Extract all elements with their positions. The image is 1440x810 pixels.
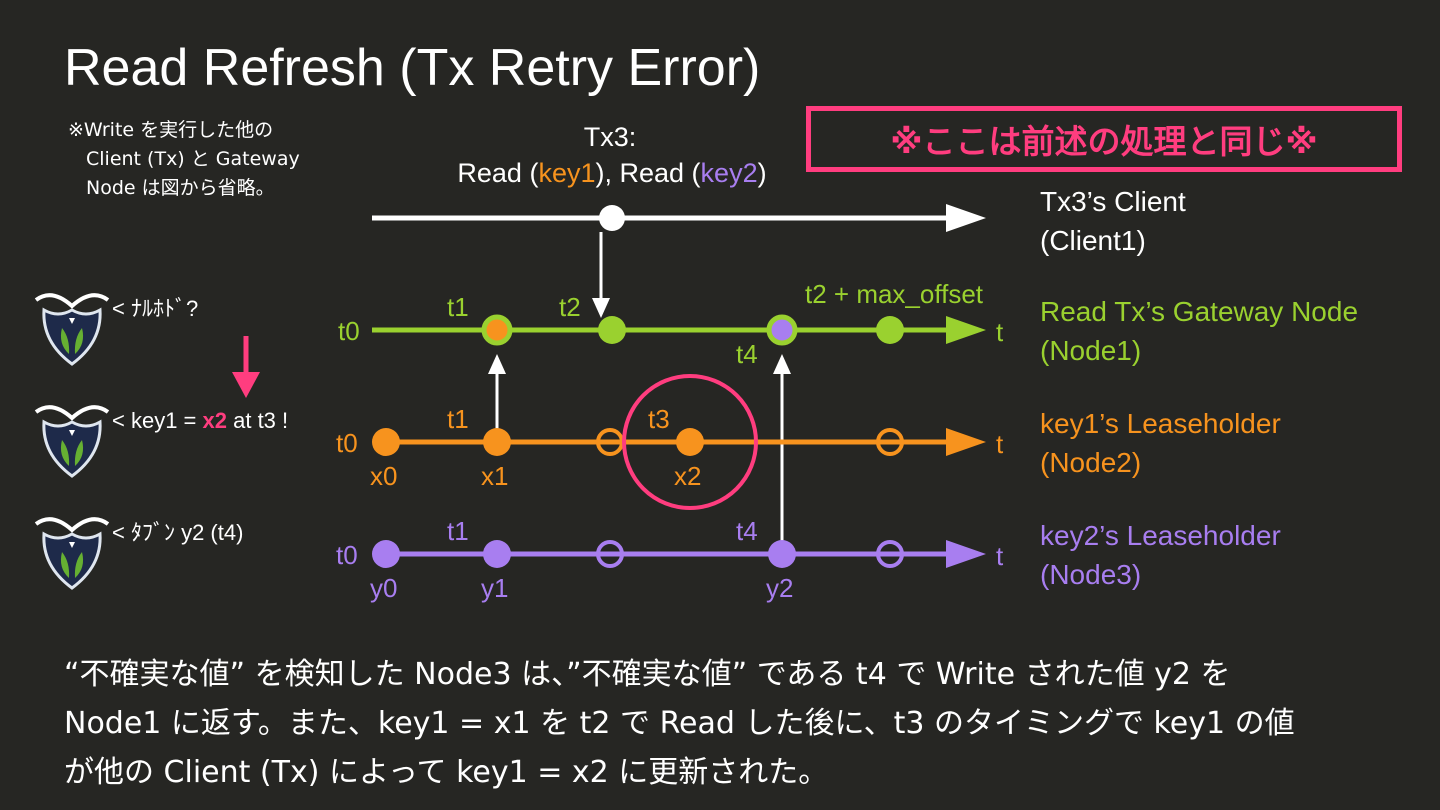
explanation-caption: “不確実な値” を検知した Node3 は、”不確実な値” である t4 で W… bbox=[64, 650, 1295, 797]
node1-lane: t0 t1 t2 t4 t2 + max_offset t Read Tx’s … bbox=[338, 279, 1358, 369]
node2-lane-label: key1’s Leaseholder bbox=[1040, 408, 1281, 439]
client-lane-sublabel: (Client1) bbox=[1040, 225, 1146, 256]
note-line: ※Write を実行した他の bbox=[68, 119, 274, 141]
note-line: Node は図から省略。 bbox=[86, 177, 275, 199]
caption-line: “不確実な値” を検知した Node3 は、”不確実な値” である t4 で W… bbox=[64, 657, 1231, 692]
node2-lane: t0 t1 t3 t x0 x1 x2 key1’s Leaseholder (… bbox=[336, 374, 1281, 510]
caption-line: Node1 に返す。また、key1 = x1 を t2 で Read した後に、… bbox=[64, 706, 1295, 741]
arrow-head-icon bbox=[946, 316, 986, 344]
highlight-circle bbox=[622, 374, 758, 510]
node2-event-x0 bbox=[372, 428, 400, 456]
node3-lane: t0 t1 t4 t y0 y1 y2 key2’s Leaseholder (… bbox=[336, 516, 1281, 603]
node1-event-t1 bbox=[481, 314, 513, 346]
client-event bbox=[599, 205, 625, 231]
page-title: Read Refresh (Tx Retry Error) bbox=[64, 39, 761, 97]
node1-t4: t4 bbox=[736, 339, 758, 369]
node1-event-max-offset bbox=[876, 316, 904, 344]
node1-max-offset: t2 + max_offset bbox=[805, 279, 984, 309]
node3-y1: y1 bbox=[481, 573, 508, 603]
node2-x2: x2 bbox=[674, 461, 701, 491]
note-line: Client (Tx) と Gateway bbox=[86, 148, 300, 170]
node3-t0: t0 bbox=[336, 540, 358, 570]
mascot-icon bbox=[34, 405, 110, 478]
mascot-icon bbox=[34, 293, 110, 366]
mascot-1: < ﾅﾙﾎﾄﾞ? bbox=[34, 293, 198, 366]
mascot-3: < ﾀﾌﾞﾝ y2 (t4) bbox=[34, 517, 243, 590]
node1-t0: t0 bbox=[338, 316, 360, 346]
message-arrows bbox=[488, 232, 791, 542]
node1-t-axis: t bbox=[996, 317, 1004, 347]
node3-t4: t4 bbox=[736, 516, 758, 546]
arrow-head-icon bbox=[946, 204, 986, 232]
down-arrow-icon bbox=[232, 336, 260, 398]
node1-lane-label: Read Tx’s Gateway Node bbox=[1040, 296, 1358, 327]
node3-lane-sublabel: (Node3) bbox=[1040, 559, 1141, 590]
client-lane: Tx3’s Client (Client1) bbox=[372, 186, 1186, 256]
node2-lane-sublabel: (Node2) bbox=[1040, 447, 1141, 478]
node3-lane-label: key2’s Leaseholder bbox=[1040, 520, 1281, 551]
node2-t0: t0 bbox=[336, 428, 358, 458]
node2-t1: t1 bbox=[447, 404, 469, 434]
tx-operations: Read (key1), Read (key2) bbox=[457, 158, 766, 188]
mascot-1-speech: < ﾅﾙﾎﾄﾞ? bbox=[112, 296, 198, 321]
mascot-2-speech: < key1 = x2 at t3 ! bbox=[112, 408, 288, 433]
node2-t-axis: t bbox=[996, 429, 1004, 459]
arrow-head-icon bbox=[488, 354, 506, 374]
mascot-3-speech: < ﾀﾌﾞﾝ y2 (t4) bbox=[112, 520, 243, 545]
same-as-before-callout: ※ここは前述の処理と同じ※ bbox=[806, 106, 1402, 172]
omission-note: ※Write を実行した他の Client (Tx) と Gateway Nod… bbox=[68, 116, 300, 203]
mascot-icon bbox=[34, 517, 110, 590]
node2-uncertain-event bbox=[876, 428, 904, 456]
node3-y0: y0 bbox=[370, 573, 397, 603]
node3-y2: y2 bbox=[766, 573, 793, 603]
node2-x1: x1 bbox=[481, 461, 508, 491]
node3-event-y1 bbox=[483, 540, 511, 568]
node1-event-t2 bbox=[598, 316, 626, 344]
node3-t-axis: t bbox=[996, 541, 1004, 571]
tx-name: Tx3: bbox=[584, 122, 637, 152]
node3-uncertain-event bbox=[596, 540, 624, 568]
node1-event-t4 bbox=[766, 314, 798, 346]
node2-event-x1 bbox=[483, 428, 511, 456]
mascot-2: < key1 = x2 at t3 ! bbox=[34, 405, 288, 478]
arrow-head-icon bbox=[773, 354, 791, 374]
node3-event-y0 bbox=[372, 540, 400, 568]
client-lane-label: Tx3’s Client bbox=[1040, 186, 1186, 217]
node3-event-y2 bbox=[768, 540, 796, 568]
caption-line: が他の Client (Tx) によって key1 = x2 に更新された。 bbox=[64, 755, 829, 790]
arrow-head-icon bbox=[946, 540, 986, 568]
node2-event-x2 bbox=[676, 428, 704, 456]
node3-uncertain-event bbox=[876, 540, 904, 568]
node2-t3: t3 bbox=[648, 404, 670, 434]
node1-t2: t2 bbox=[559, 292, 581, 322]
node3-t1: t1 bbox=[447, 516, 469, 546]
arrow-head-icon bbox=[592, 298, 610, 318]
arrow-head-icon bbox=[946, 428, 986, 456]
node1-lane-sublabel: (Node1) bbox=[1040, 335, 1141, 366]
node2-x0: x0 bbox=[370, 461, 397, 491]
node1-t1: t1 bbox=[447, 292, 469, 322]
